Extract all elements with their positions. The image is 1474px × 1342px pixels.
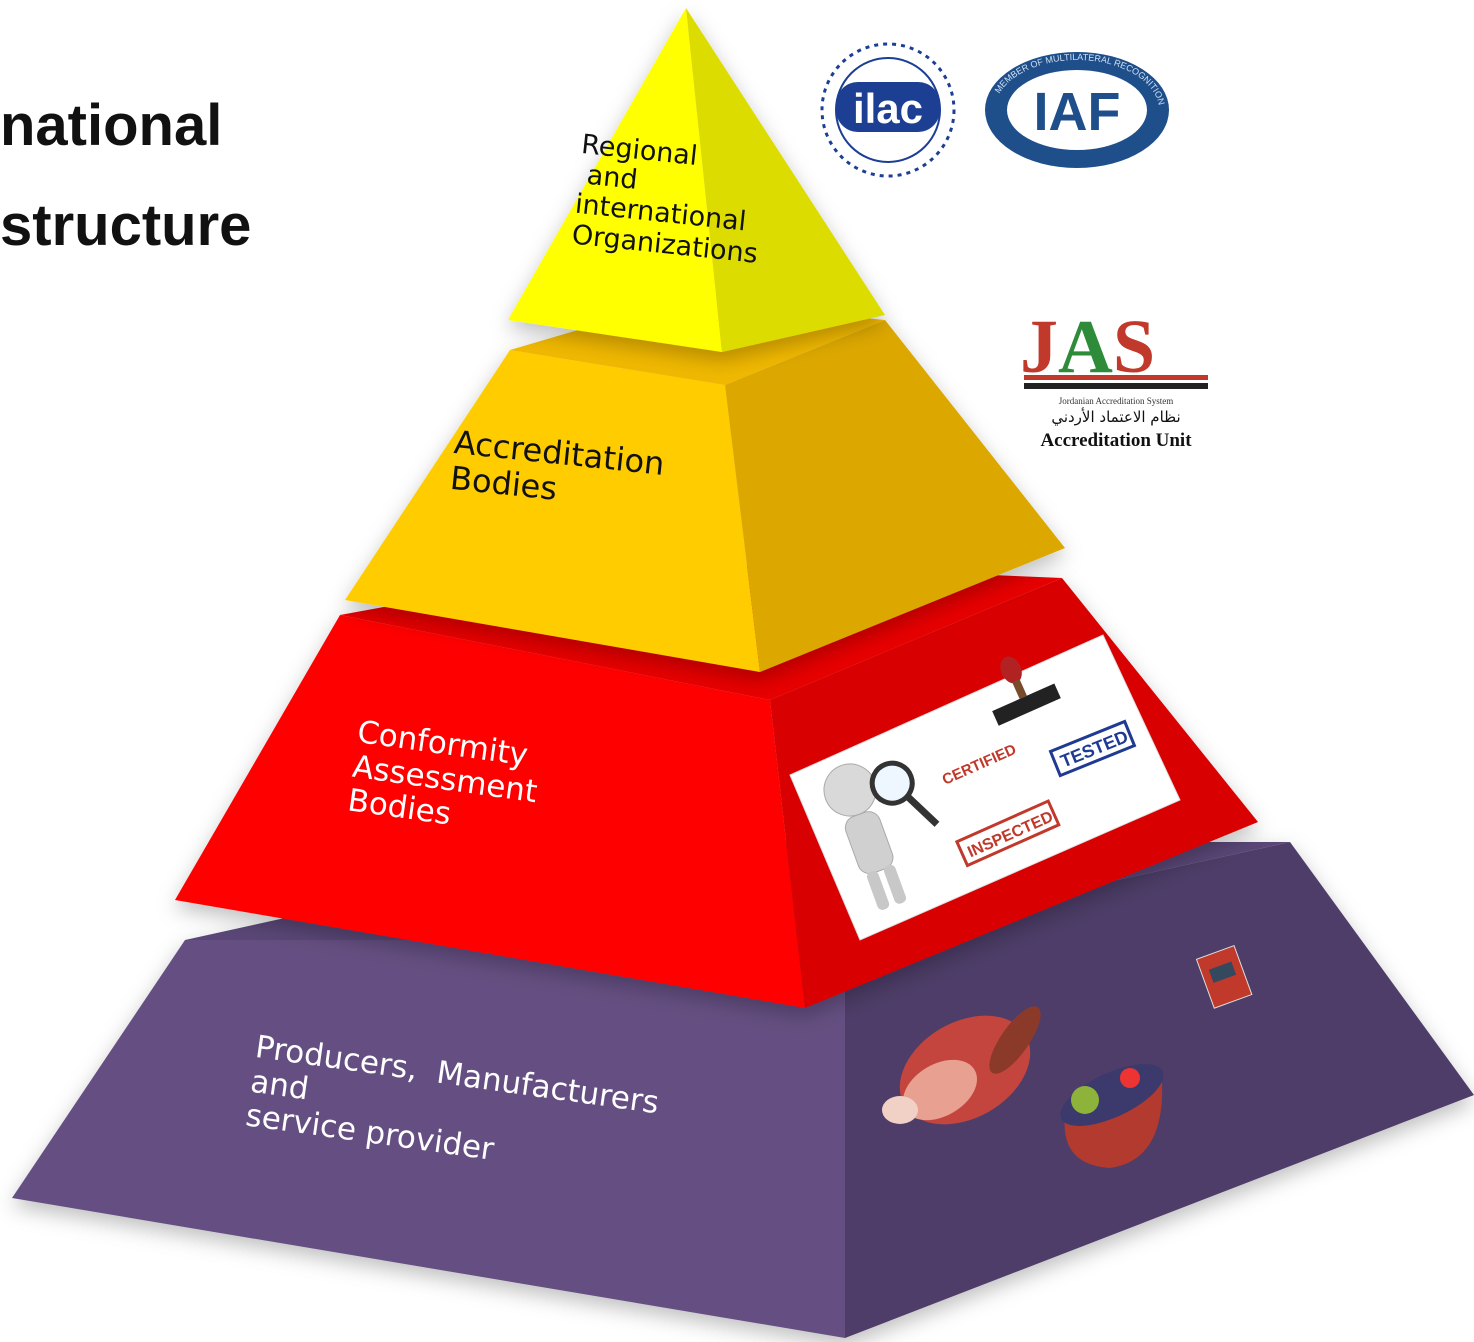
fruit-bowl-image: [1060, 1064, 1164, 1168]
ilac-logo: ilac: [820, 42, 956, 178]
meat-image: [882, 1006, 1041, 1125]
level-label-regional: Regional and international Organizations: [570, 129, 760, 270]
slide-title-line-2: structure: [0, 193, 252, 258]
rubber-stamp-icon: [992, 656, 1061, 726]
level-regional-front-face: [508, 8, 722, 352]
jas-logo: JAS Jordanian Accreditation System نظام …: [1020, 305, 1208, 451]
jas-logo-letters: JAS: [1020, 305, 1155, 389]
inspector-figure-icon: [823, 760, 940, 910]
level-producers-front-face: [12, 940, 845, 1338]
level-accreditation-front-face: [345, 350, 760, 672]
jas-subtitle-en: Jordanian Accreditation System: [1059, 396, 1173, 406]
packaged-product-image: [1195, 945, 1253, 1009]
level-accreditation-side-face: [725, 320, 1065, 672]
ilac-logo-text: ilac: [853, 85, 923, 132]
slide-title-line-1: national: [0, 93, 223, 158]
conformity-assessment-image: CERTIFIED TESTED INSPECTED: [789, 634, 1181, 941]
pyramid-level-regional: [508, 8, 885, 352]
level-regional-side-face: [686, 8, 885, 352]
iaf-logo-text: IAF: [1034, 82, 1121, 142]
food-products-image: [882, 945, 1253, 1168]
level-conformity-front-face: [175, 615, 805, 1008]
jas-unit-label: Accreditation Unit: [1040, 430, 1192, 451]
jas-subtitle-ar: نظام الاعتماد الأردني: [1051, 407, 1180, 427]
